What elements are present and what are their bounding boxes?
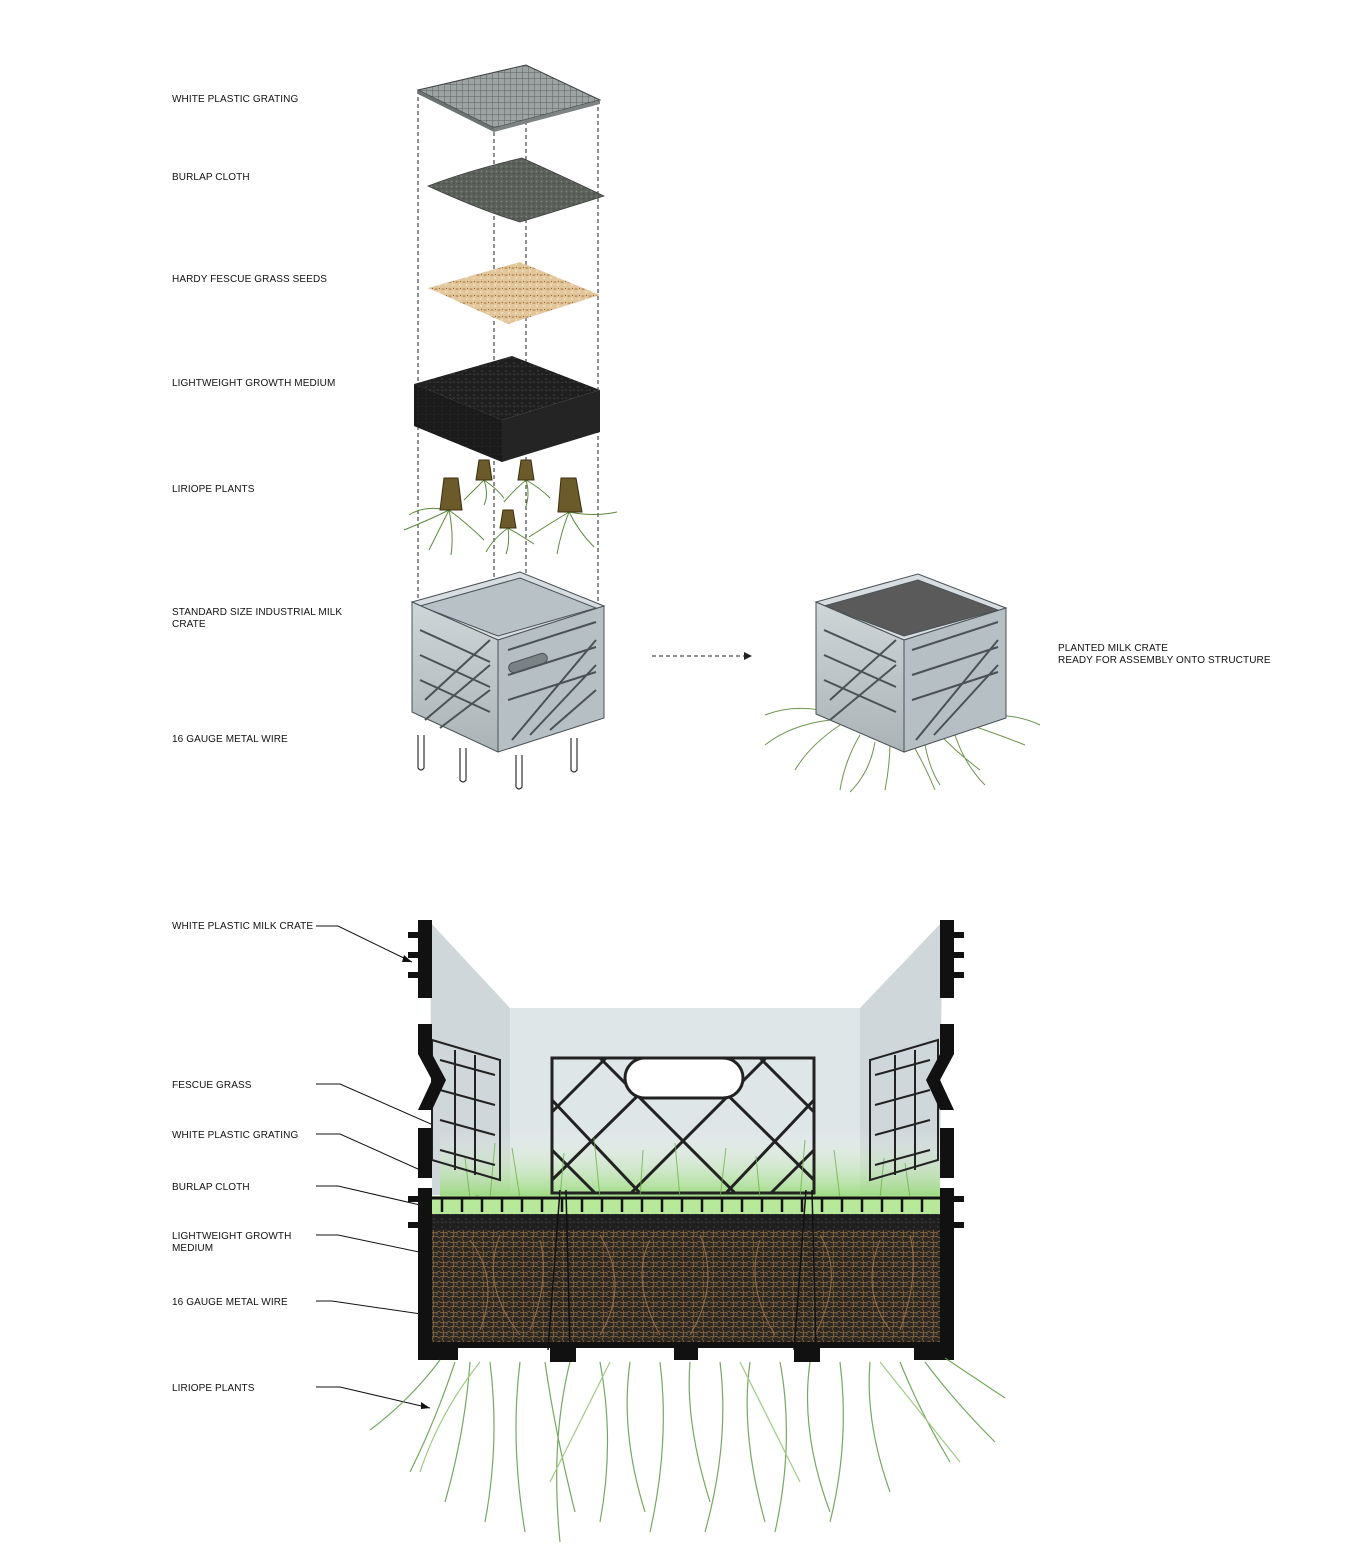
liriope-plant-4: [528, 477, 618, 555]
section-liriope-plants: [369, 1357, 1006, 1543]
section-label-liriope-plants: LIRIOPE PLANTS: [172, 1383, 255, 1394]
section-metal-wires: [547, 1189, 817, 1351]
section-growth-medium: [432, 1230, 940, 1344]
label-standard-milk-crate: STANDARD SIZE INDUSTRIAL MILK CRATE: [172, 607, 343, 630]
section-root-mass: [469, 1234, 914, 1336]
section-plastic-grating: [432, 1196, 940, 1216]
crate-lattice-right: [507, 621, 597, 741]
section-label-milk-crate: WHITE PLASTIC MILK CRATE: [172, 921, 314, 932]
metal-wire-loops: [417, 735, 578, 790]
liriope-plant-5: [485, 509, 535, 555]
label-white-plastic-grating: WHITE PLASTIC GRATING: [172, 94, 299, 105]
layer-burlap-cloth: [426, 157, 606, 223]
section-back-lattice: [550, 1056, 816, 1195]
crate-lattice-left: [419, 629, 491, 729]
exploded-milk-crate: [410, 571, 606, 753]
section-side-lattice-left: [431, 1038, 501, 1182]
section-label-metal-wire: 16 GAUGE METAL WIRE: [172, 1297, 288, 1308]
liriope-plant-1: [403, 477, 485, 556]
section-label-growth-medium: LIGHTWEIGHT GROWTH MEDIUM: [172, 1231, 292, 1254]
section-label-plastic-grating: WHITE PLASTIC GRATING: [172, 1130, 299, 1141]
fescue-grass-glow: [440, 1130, 940, 1200]
layer-liriope-plants: [403, 459, 618, 556]
label-burlap-cloth: BURLAP CLOTH: [172, 172, 250, 183]
layer-growth-medium: [414, 356, 600, 462]
planted-milk-crate: [764, 573, 1041, 793]
section-fescue-blades: [464, 1137, 911, 1199]
layer-plastic-grating: [416, 64, 602, 132]
planted-crate-grass: [764, 707, 1041, 793]
section-label-fescue-grass: FESCUE GRASS: [172, 1080, 252, 1091]
section-crate-feet: [432, 1342, 940, 1362]
layer-fescue-seeds: [428, 262, 600, 324]
section-crate-profile-left: [408, 920, 458, 1360]
label-16-gauge-metal-wire: 16 GAUGE METAL WIRE: [172, 734, 288, 745]
label-liriope-plants: LIRIOPE PLANTS: [172, 484, 255, 495]
section-label-burlap-cloth: BURLAP CLOTH: [172, 1182, 250, 1193]
section-crate-profile-right: [914, 920, 964, 1360]
liriope-plant-2: [463, 459, 505, 506]
section-side-lattice-right: [869, 1038, 939, 1182]
dashed-guide-lines: [417, 65, 599, 620]
label-planted-milk-crate: PLANTED MILK CRATE: [1058, 643, 1168, 654]
section-burlap-cloth: [432, 1214, 940, 1230]
label-ready-for-assembly: READY FOR ASSEMBLY ONTO STRUCTURE: [1058, 655, 1271, 666]
label-lightweight-growth-medium: LIGHTWEIGHT GROWTH MEDIUM: [172, 378, 336, 389]
liriope-plant-3: [503, 459, 551, 507]
assembly-arrow: [652, 652, 752, 660]
label-hardy-fescue-grass-seeds: HARDY FESCUE GRASS SEEDS: [172, 274, 328, 285]
